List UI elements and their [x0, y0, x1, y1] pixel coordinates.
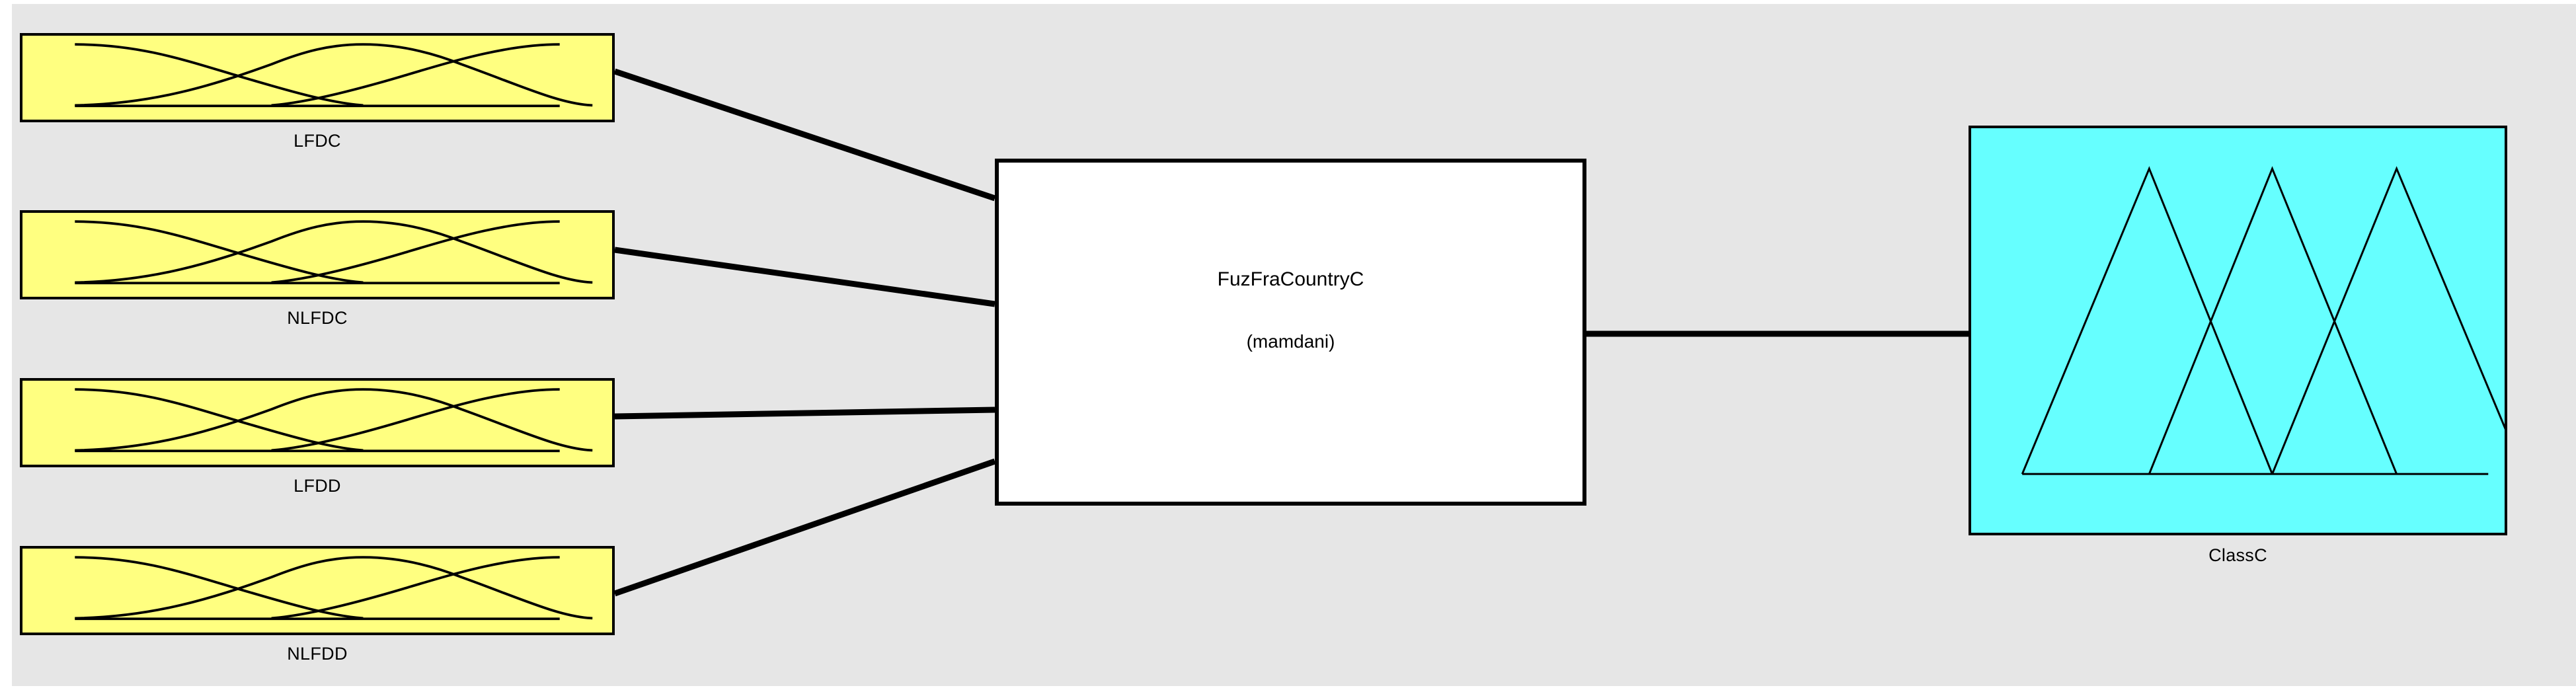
input-label-nlfdc: NLFDC: [287, 308, 348, 328]
membership-plot-lfdc: [75, 43, 593, 108]
input-label-lfdd: LFDD: [293, 476, 341, 496]
membership-plot-classc: [2021, 166, 2505, 475]
input-variable-box-nlfdd[interactable]: [20, 546, 615, 635]
output-label-classc: ClassC: [2208, 545, 2267, 565]
membership-plot-nlfdc: [75, 220, 593, 285]
fis-block-name: FuzFraCountryC: [1217, 268, 1364, 290]
membership-plot-lfdd: [75, 388, 593, 453]
fis-rule-block[interactable]: FuzFraCountryC (mamdani): [995, 159, 1586, 506]
input-label-lfdc: LFDC: [293, 131, 341, 151]
input-variable-box-lfdd[interactable]: [20, 378, 615, 467]
output-variable-box-classc[interactable]: [1969, 126, 2507, 535]
input-label-nlfdd: NLFDD: [287, 644, 348, 664]
input-variable-box-lfdc[interactable]: [20, 33, 615, 122]
membership-plot-nlfdd: [75, 556, 593, 621]
fis-block-inference-type: (mamdani): [1246, 331, 1335, 352]
input-variable-box-nlfdc[interactable]: [20, 210, 615, 299]
